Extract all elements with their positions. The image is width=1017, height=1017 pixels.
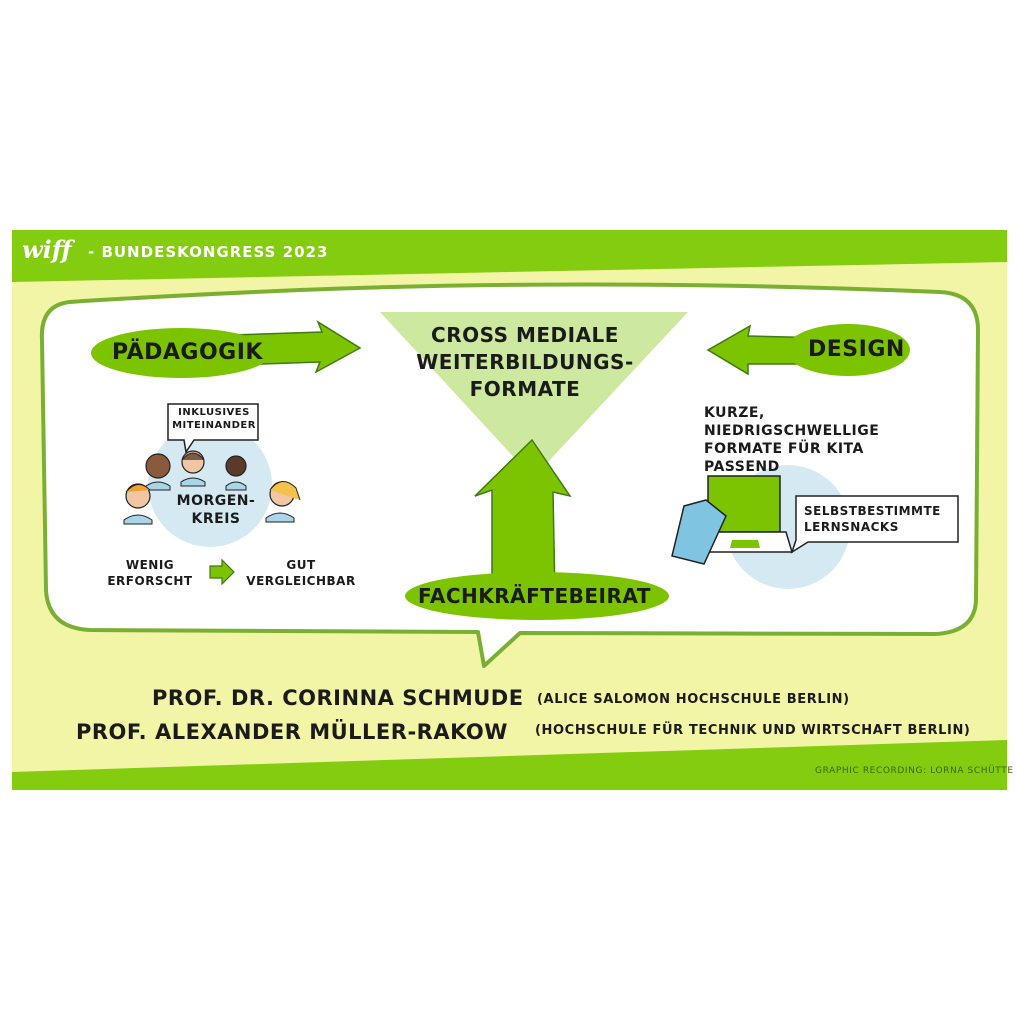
person-icon [225,455,247,491]
inklusives-text: INKLUSIVES MITEINANDER [172,407,256,431]
lernsnacks-text: SELBSTBESTIMMTE LERNSNACKS [804,504,941,534]
person-icon [265,481,301,523]
wenig-erforscht: WENIG ERFORSCHT [107,558,193,588]
header-subtitle: - BUNDESKONGRESS 2023 [88,243,329,261]
small-arrow [209,558,235,586]
tablet-device [671,499,727,565]
inklusives-bubble [167,403,259,454]
credit-line: GRAPHIC RECORDING: LORNA SCHÜTTE [815,766,1014,776]
laptop-touchpad [730,540,760,548]
brand-logo: wiff [22,235,72,264]
design-description: KURZE, NIEDRIGSCHWELLIGE FORMATE FÜR KIT… [704,405,880,475]
lernsnacks-bubble [790,495,959,554]
person-icon [145,453,171,491]
footer-band [12,740,1007,790]
speaker-1-affiliation: (ALICE SALOMON HOCHSCHULE BERLIN) [537,692,850,707]
header-band [12,230,1007,282]
morgenkreis-circle [148,423,272,547]
speaker-1-name: PROF. DR. CORINNA SCHMUDE [152,686,524,710]
paedagogik-oval [91,328,271,378]
fachkraefte-oval [405,572,669,620]
speaker-2-name: PROF. ALEXANDER MÜLLER-RAKOW [76,720,508,744]
gut-vergleichbar: GUT VERGLEICHBAR [246,558,356,588]
morgenkreis-label: MORGEN- KREIS [176,493,256,527]
person-icon [123,483,153,525]
design-oval [786,324,910,376]
design-label: DESIGN [808,337,905,362]
center-title: CROSS MEDIALE WEITERBILDUNGS- FORMATE [416,323,634,401]
paedagogik-label: PÄDAGOGIK [112,340,263,365]
person-icon [180,450,206,487]
funnel-triangle [380,312,688,478]
speaker-2-affiliation: (HOCHSCHULE FÜR TECHNIK UND WIRTSCHAFT B… [535,723,971,738]
fachkraefte-label: FACHKRÄFTEBEIRAT [418,584,651,608]
